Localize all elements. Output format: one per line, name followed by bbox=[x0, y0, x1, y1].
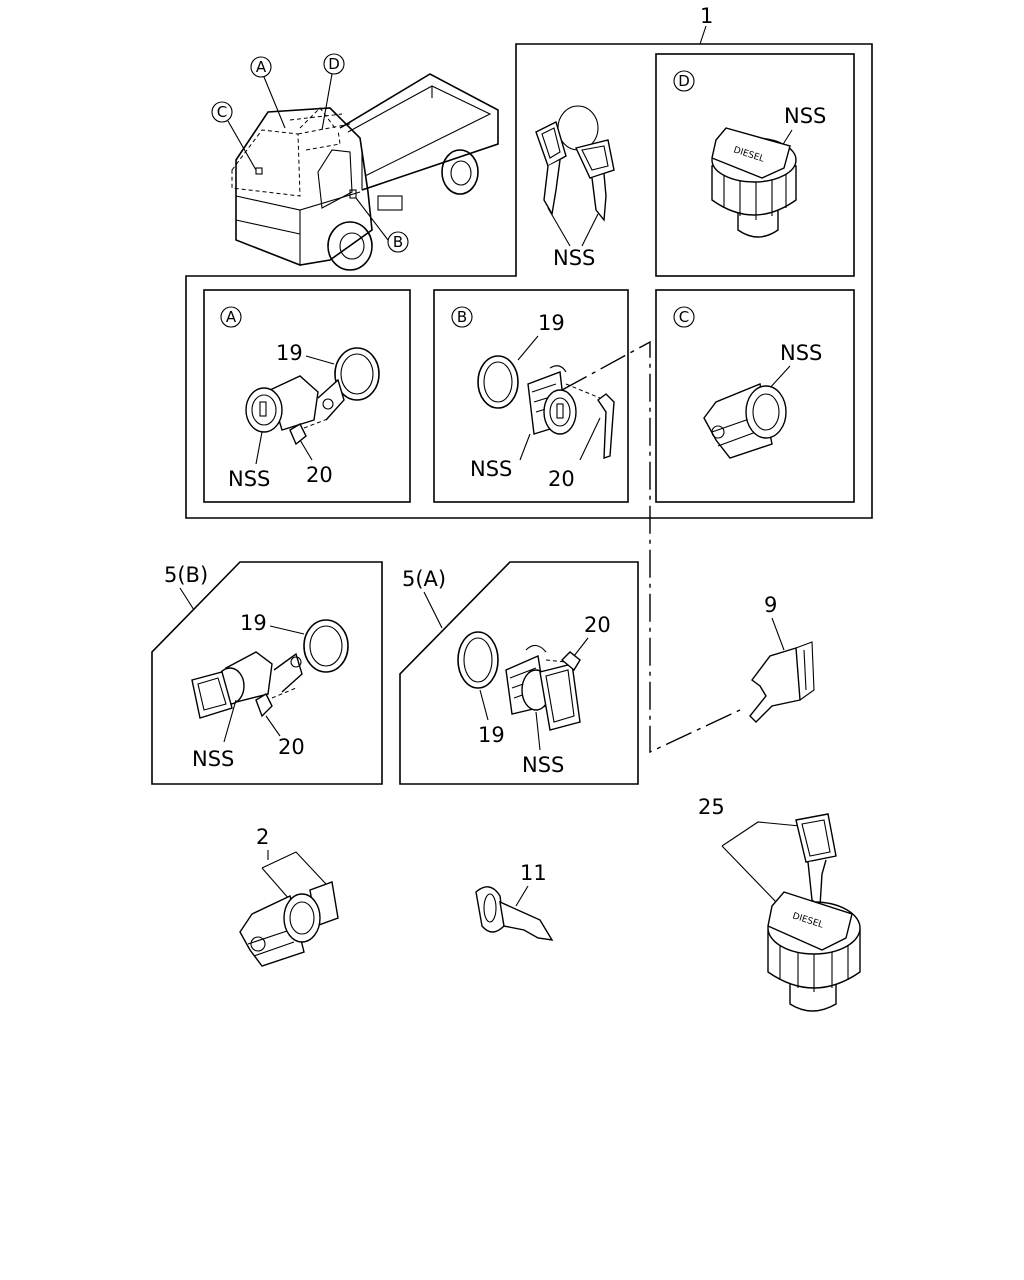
spare-key-icon bbox=[795, 813, 837, 908]
lock-cylinder-a-icon bbox=[245, 375, 345, 446]
svg-text:C: C bbox=[217, 103, 227, 121]
svg-text:B: B bbox=[393, 233, 403, 251]
label-19-b: 19 bbox=[538, 311, 565, 335]
label-nss-5b: NSS bbox=[192, 747, 234, 771]
box-c-callout: C bbox=[673, 306, 695, 328]
label-19-5b: 19 bbox=[240, 611, 267, 635]
label-nss-d: NSS bbox=[784, 104, 826, 128]
svg-text:A: A bbox=[226, 308, 237, 326]
label-20-5a: 20 bbox=[584, 613, 611, 637]
label-nss-a: NSS bbox=[228, 467, 270, 491]
lock-cylinder-c-icon bbox=[703, 383, 787, 459]
gasket-ring-b-icon bbox=[477, 355, 519, 409]
label-2: 2 bbox=[256, 825, 269, 849]
label-5a: 5(A) bbox=[402, 567, 446, 591]
label-20-b: 20 bbox=[548, 467, 575, 491]
lever-icon bbox=[597, 393, 615, 459]
detail-box-b bbox=[433, 289, 629, 503]
reference-chain-line bbox=[561, 340, 741, 754]
truck-callout-a: A bbox=[250, 56, 286, 129]
label-19-5a: 19 bbox=[478, 723, 505, 747]
label-nss-5a: NSS bbox=[522, 753, 564, 777]
label-nss-c: NSS bbox=[780, 341, 822, 365]
label-19-a: 19 bbox=[276, 341, 303, 365]
gasket-ring-5b-icon bbox=[303, 619, 349, 673]
lock-cylinder-b-icon bbox=[527, 365, 577, 435]
svg-text:A: A bbox=[256, 58, 267, 76]
set-5a-border bbox=[399, 561, 639, 785]
lock-cylinder-2-icon bbox=[239, 881, 339, 967]
label-11: 11 bbox=[520, 861, 547, 885]
truck-icon bbox=[231, 73, 499, 271]
gasket-ring-icon bbox=[334, 347, 380, 401]
box-b-callout: B bbox=[451, 306, 473, 328]
box-a-callout: A bbox=[220, 306, 242, 328]
label-nss-b: NSS bbox=[470, 457, 512, 481]
label-5b: 5(B) bbox=[164, 563, 208, 587]
box-d-callout: D bbox=[673, 70, 695, 92]
svg-text:C: C bbox=[679, 308, 689, 326]
key-set-icon bbox=[535, 105, 615, 222]
svg-text:D: D bbox=[328, 55, 340, 73]
gasket-ring-5a-icon bbox=[457, 631, 499, 689]
svg-text:D: D bbox=[678, 72, 690, 90]
detail-box-d bbox=[655, 53, 855, 277]
lock-with-key-5a-icon bbox=[505, 644, 581, 731]
label-20-5b: 20 bbox=[278, 735, 305, 759]
label-1: 1 bbox=[700, 4, 713, 28]
group-1-border bbox=[185, 43, 873, 519]
truck-callout-d: D bbox=[321, 53, 345, 131]
key-icon bbox=[475, 886, 554, 941]
label-nss-keys: NSS bbox=[553, 246, 595, 270]
truck-callout-c: C bbox=[211, 101, 257, 171]
truck-callout-b: B bbox=[355, 197, 409, 253]
lock-with-key-5b-icon bbox=[191, 651, 303, 719]
label-9: 9 bbox=[764, 593, 777, 617]
detail-box-c bbox=[655, 289, 855, 503]
set-5b-border bbox=[151, 561, 383, 785]
label-20-a: 20 bbox=[306, 463, 333, 487]
label-25: 25 bbox=[698, 795, 725, 819]
detail-box-a bbox=[203, 289, 411, 503]
fuel-cap-icon: DIESEL bbox=[711, 127, 797, 238]
clip-icon bbox=[749, 641, 815, 723]
svg-text:B: B bbox=[457, 308, 467, 326]
fuel-cap-25-icon: DIESEL bbox=[767, 891, 861, 1012]
